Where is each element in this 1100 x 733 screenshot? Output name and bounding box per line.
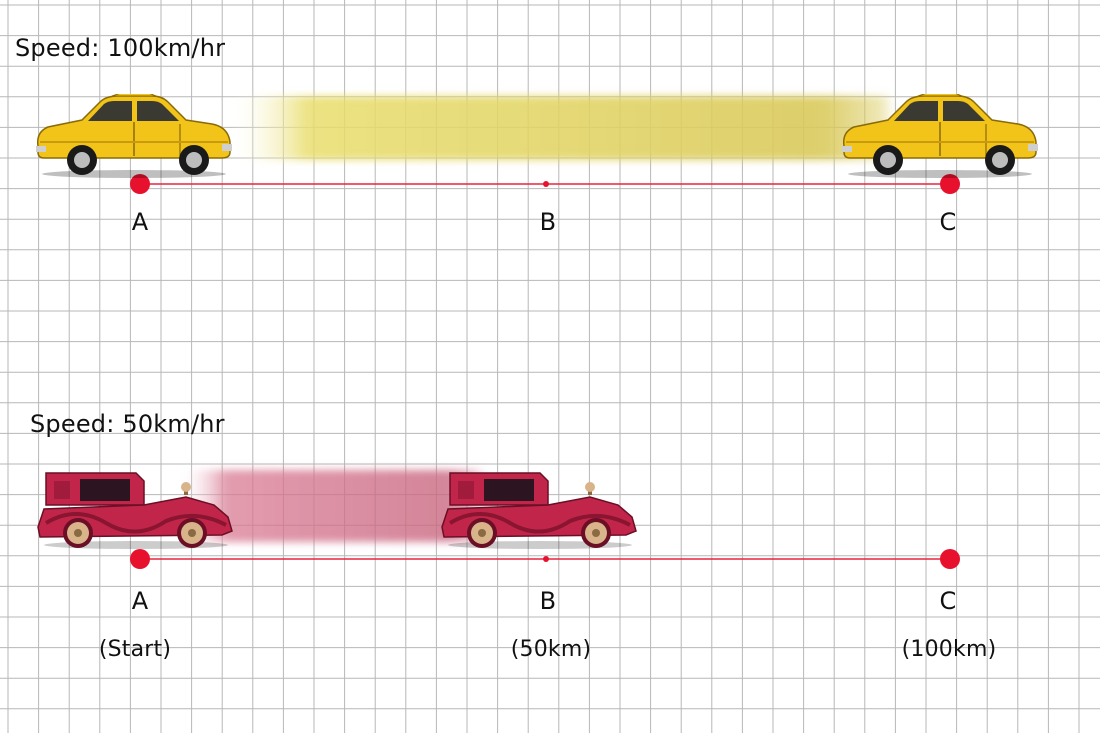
bottom-point-a-label: A: [131, 587, 149, 615]
taxi-car-icon: [35, 94, 233, 179]
vintage-toy-car-icon: [440, 471, 638, 550]
bottom-point-b-note: (50km): [510, 637, 592, 662]
bottom-point-c-label: C: [939, 587, 957, 615]
bottom-point-c: [940, 549, 960, 569]
top-speed-label: Speed: 100km/hr: [15, 34, 226, 62]
top-point-b: [543, 181, 549, 187]
top-point-c: [940, 174, 960, 194]
bottom-speed-label: Speed: 50km/hr: [30, 410, 225, 438]
top-point-c-label: C: [939, 208, 957, 236]
bottom-point-a-note: (Start): [98, 637, 172, 662]
bottom-point-c-note: (100km): [901, 637, 997, 662]
bottom-point-a: [130, 549, 150, 569]
bottom-point-b: [543, 556, 549, 562]
top-point-b-label: B: [539, 208, 557, 236]
bottom-point-b-label: B: [539, 587, 557, 615]
top-point-a: [130, 174, 150, 194]
top-point-a-label: A: [131, 208, 149, 236]
taxi-motion-trail: [228, 96, 888, 160]
